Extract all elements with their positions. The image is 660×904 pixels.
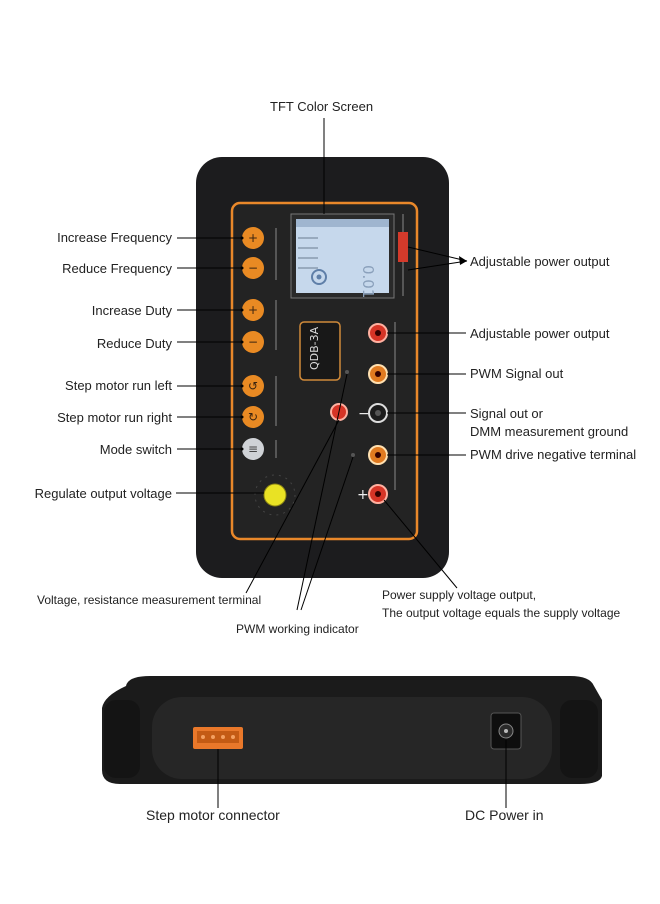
label-reduce-frequency: Reduce Frequency <box>62 261 172 276</box>
model-badge: QDB-3A <box>299 321 341 381</box>
label-dc-power-in: DC Power in <box>465 807 544 823</box>
device-plus-sign: + <box>357 487 369 503</box>
label-pwm-drive-negative: PWM drive negative terminal <box>470 447 637 462</box>
dc-power-jack <box>490 712 522 750</box>
device-minus-sign: − <box>358 406 370 422</box>
label-regulate-voltage: Regulate output voltage <box>34 486 172 501</box>
device-side-view <box>102 676 602 784</box>
minus-icon: − <box>248 335 258 349</box>
mode-icon: ≡ <box>248 442 258 456</box>
tft-screen: 0.01 <box>290 213 395 299</box>
label-adjustable-power-2: Adjustable power output <box>470 326 610 341</box>
label-increase-frequency: Increase Frequency <box>57 230 172 245</box>
step-left-button <box>242 375 264 397</box>
voltage-knob <box>254 474 296 516</box>
label-step-right: Step motor run right <box>57 410 172 425</box>
reduce-frequency-button <box>242 257 264 279</box>
label-step-left: Step motor run left <box>65 378 172 393</box>
model-text: QDB-3A <box>308 326 321 370</box>
mode-switch-button <box>242 438 264 460</box>
label-voltage-resistance: Voltage, resistance measurement terminal <box>37 593 262 607</box>
label-power-supply-2: The output voltage equals the supply vol… <box>382 606 621 620</box>
screen-value: 0.01 <box>359 265 377 298</box>
pwm-led <box>351 453 355 457</box>
label-signal-out-2: DMM measurement ground <box>470 424 629 439</box>
label-pwm-signal-out: PWM Signal out <box>470 366 564 381</box>
pwm-led <box>345 370 349 374</box>
label-signal-out-1: Signal out or <box>470 406 543 421</box>
label-mode-switch: Mode switch <box>99 442 172 457</box>
power-tag <box>398 232 408 262</box>
label-step-connector: Step motor connector <box>146 807 280 823</box>
increase-frequency-button <box>242 227 264 249</box>
label-reduce-duty: Reduce Duty <box>96 336 172 351</box>
label-tft-screen: TFT Color Screen <box>270 99 374 114</box>
label-power-supply-1: Power supply voltage output, <box>382 588 537 602</box>
step-motor-connector-port <box>193 727 243 749</box>
reduce-duty-button <box>242 331 264 353</box>
rotate-right-icon: ↻ <box>248 410 258 424</box>
label-pwm-indicator: PWM working indicator <box>236 622 359 636</box>
rotate-left-icon: ↺ <box>248 379 258 393</box>
label-adjustable-power-1: Adjustable power output <box>470 254 610 269</box>
minus-icon: − <box>248 261 258 275</box>
label-increase-duty: Increase Duty <box>91 303 172 318</box>
control-panel-device: 0.01 QDB-3A + − + − ↺ ↻ ≡ <box>196 157 449 578</box>
step-right-button <box>242 406 264 428</box>
increase-duty-button <box>242 299 264 321</box>
plus-icon: + <box>248 231 258 245</box>
plus-icon: + <box>248 303 258 317</box>
